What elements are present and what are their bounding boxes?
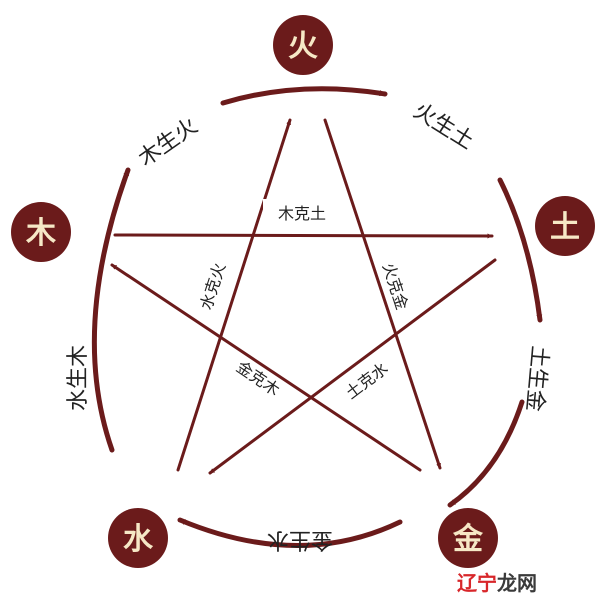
node-metal: 金 — [438, 508, 498, 568]
label-metal-generates-water: 金生水 — [267, 527, 333, 552]
node-metal-label: 金 — [452, 522, 484, 557]
control-labels: 木克土 火克金 土克水 金克木 水克火 — [196, 199, 412, 403]
svg-text:辽宁龙网: 辽宁龙网 — [457, 571, 537, 595]
arrow-earth-to-metal — [447, 399, 525, 508]
node-fire-label: 火 — [288, 29, 318, 64]
label-wood-generates-fire: 木生火 — [134, 114, 202, 172]
arrow-fire-to-earth — [497, 177, 543, 323]
arrow-earth-controls-water — [208, 258, 497, 475]
label-earth-controls-water: 土克水 — [342, 359, 392, 403]
label-wood-controls-earth: 木克土 — [278, 204, 326, 223]
label-water-generates-wood: 水生木 — [66, 345, 91, 411]
generating-cycle — [91, 86, 543, 548]
watermark: 辽宁龙网 — [457, 571, 537, 595]
node-wood-label: 木 — [25, 216, 56, 251]
arrow-wood-controls-earth — [113, 233, 494, 239]
arrow-fire-controls-metal — [323, 118, 442, 470]
arrow-wood-to-fire — [220, 86, 388, 106]
arrow-water-to-wood — [91, 167, 131, 453]
label-water-controls-fire: 水克火 — [196, 261, 229, 313]
label-fire-generates-earth: 火生土 — [409, 98, 478, 154]
node-earth: 土 — [535, 196, 595, 256]
controlling-star — [110, 118, 497, 475]
node-earth-label: 土 — [550, 210, 580, 245]
arrow-water-controls-fire — [176, 118, 292, 472]
arrow-metal-controls-wood — [110, 263, 422, 472]
node-water: 水 — [108, 508, 168, 568]
label-earth-generates-metal: 土生金 — [521, 345, 552, 413]
generating-labels: 木生火 火生土 土生金 金生水 水生木 — [66, 98, 552, 552]
node-water-label: 水 — [123, 522, 154, 557]
arrow-metal-to-water — [177, 517, 403, 548]
node-wood: 木 — [11, 202, 71, 262]
watermark-part2: 龙网 — [497, 571, 537, 595]
label-fire-controls-metal: 火克金 — [379, 261, 412, 313]
watermark-part1: 辽宁 — [457, 571, 497, 595]
node-fire: 火 — [273, 15, 333, 75]
